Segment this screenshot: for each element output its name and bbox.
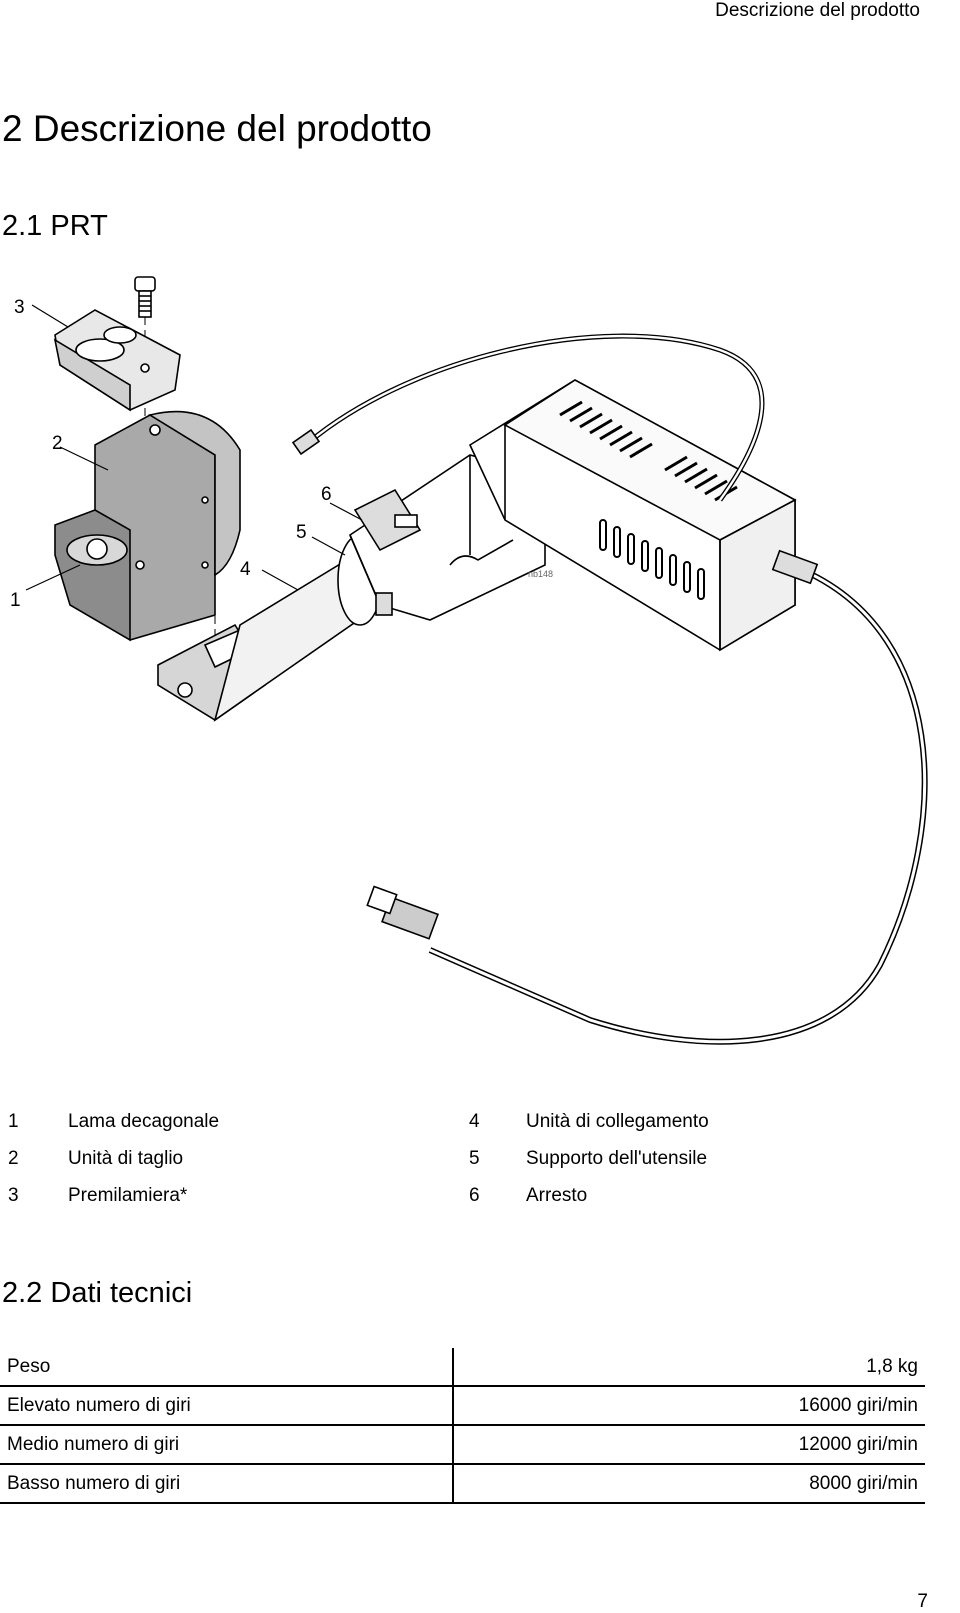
legend-number: 5 — [469, 1148, 480, 1169]
cable-connector-part — [366, 549, 819, 940]
image-tag: nb148 — [528, 569, 553, 579]
spec-value: 12000 giri/min — [453, 1424, 925, 1464]
callout-4: 4 — [240, 559, 251, 580]
callout-leaders — [25, 304, 363, 591]
spec-key: Basso numero di giri — [0, 1463, 454, 1504]
prt-exploded-illustration: 3 2 1 4 5 6 nb148 — [10, 276, 928, 1045]
spec-key: Medio numero di giri — [0, 1424, 454, 1464]
connection-unit-part — [157, 534, 383, 722]
legend-number: 4 — [469, 1111, 480, 1132]
page-number: 7 — [917, 1591, 928, 1612]
spec-key: Elevato numero di giri — [0, 1385, 454, 1425]
spec-value: 16000 giri/min — [453, 1385, 925, 1425]
callout-2: 2 — [52, 433, 63, 454]
legend-label: Premilamiera* — [68, 1185, 188, 1206]
section-title-prt: 2.1 PRT — [2, 210, 108, 242]
control-box-part — [468, 379, 797, 652]
callout-3: 3 — [14, 297, 25, 318]
legend-number: 1 — [8, 1111, 19, 1132]
legend-item: 2 Unità di taglio — [0, 1148, 183, 1170]
legend-item: 3 Premilamiera* — [0, 1185, 187, 1207]
legend-label: Supporto dell'utensile — [526, 1148, 708, 1169]
table-row: Medio numero di giri 12000 giri/min — [0, 1424, 925, 1464]
legend-label: Unità di taglio — [68, 1148, 184, 1169]
cutting-unit-part — [54, 410, 241, 642]
legend-number: 2 — [8, 1148, 19, 1169]
legend-label: Arresto — [526, 1185, 588, 1206]
spec-key: Peso — [0, 1348, 454, 1386]
table-row: Elevato numero di giri 16000 giri/min — [0, 1385, 925, 1425]
section-title-tech-data: 2.2 Dati tecnici — [2, 1277, 193, 1309]
chapter-title: 2 Descrizione del prodotto — [2, 108, 432, 149]
running-header: Descrizione del prodotto — [715, 0, 920, 21]
callout-1: 1 — [10, 590, 21, 611]
spec-value: 8000 giri/min — [453, 1463, 925, 1504]
legend-label: Unità di collegamento — [526, 1111, 709, 1132]
legend-item: 1 Lama decagonale — [0, 1111, 219, 1133]
tech-data-table: Peso 1,8 kg Elevato numero di giri 16000… — [0, 1348, 925, 1504]
legend-number: 3 — [8, 1185, 19, 1206]
table-row: Peso 1,8 kg — [0, 1348, 925, 1386]
legend-item: 6 Arresto — [463, 1185, 587, 1207]
legend-item: 4 Unità di collegamento — [463, 1111, 709, 1133]
spec-value: 1,8 kg — [866, 1355, 918, 1377]
callout-5: 5 — [296, 522, 307, 543]
legend-item: 5 Supporto dell'utensile — [463, 1148, 707, 1170]
pressure-plate-part — [53, 309, 181, 412]
callout-6: 6 — [321, 484, 332, 505]
table-row: Basso numero di giri 8000 giri/min — [0, 1463, 925, 1504]
lower-cable — [428, 562, 928, 1045]
legend-label: Lama decagonale — [68, 1111, 220, 1132]
legend-number: 6 — [469, 1185, 480, 1206]
